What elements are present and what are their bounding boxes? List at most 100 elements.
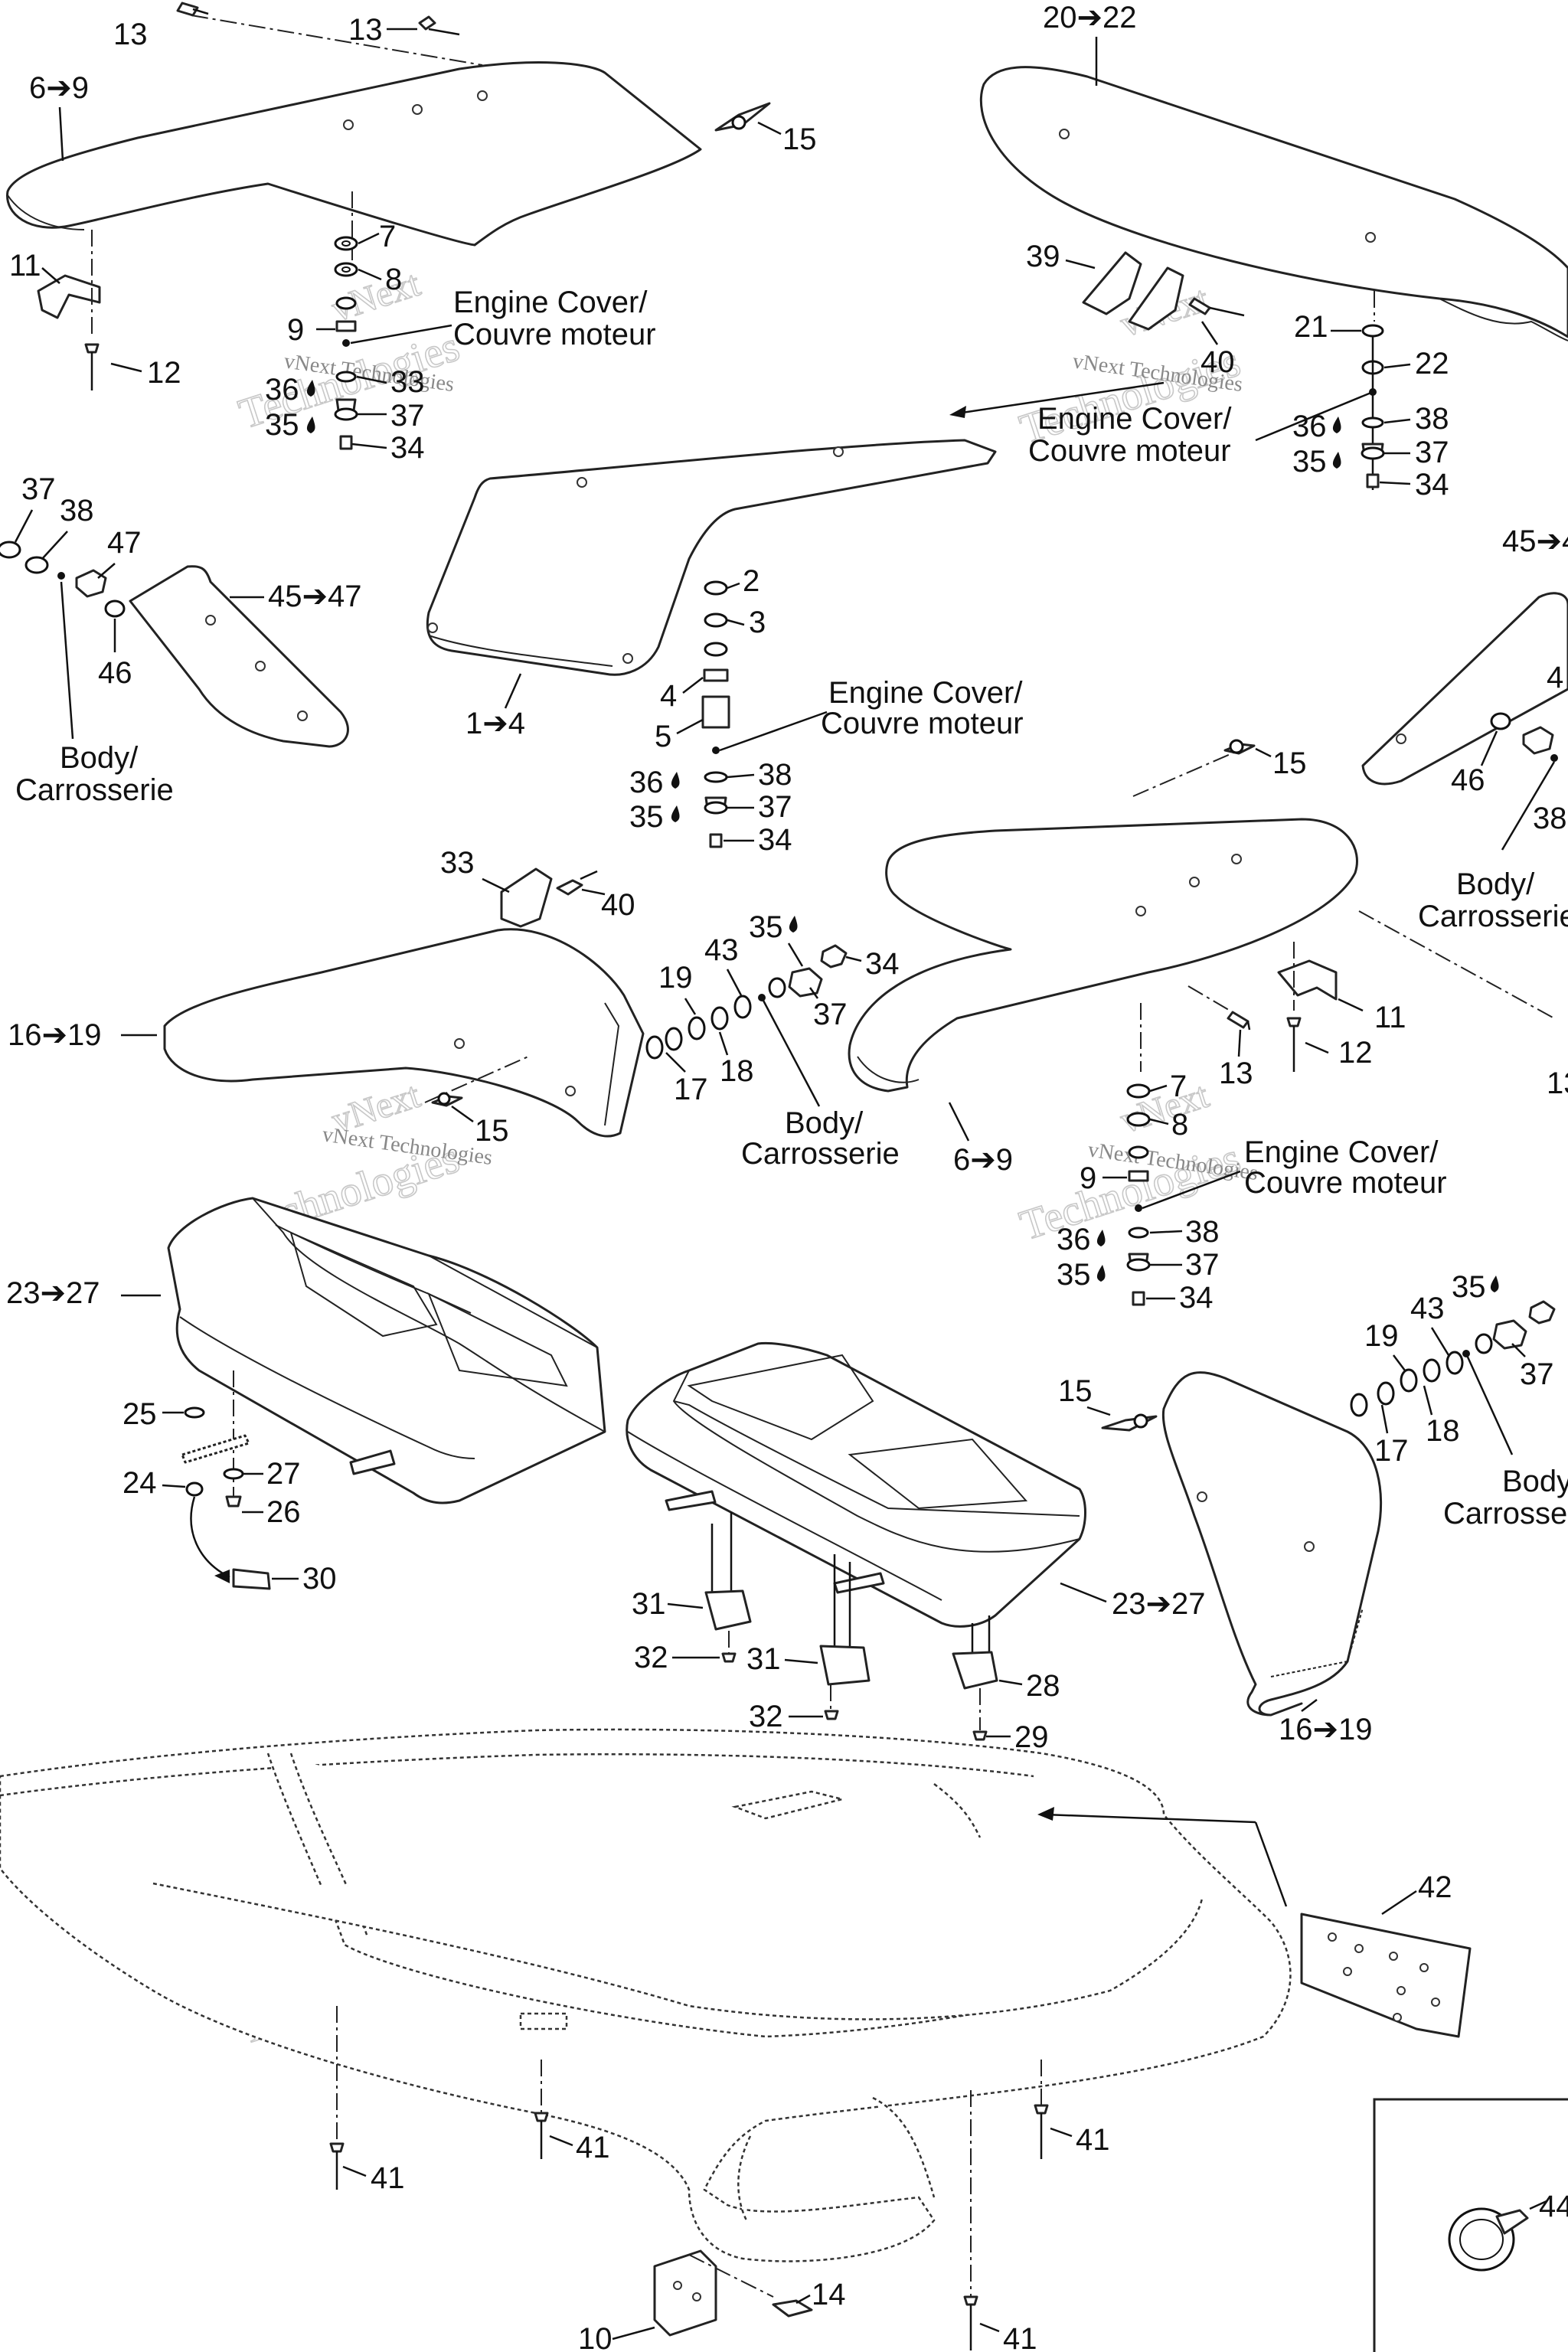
callout-label: 10 [578, 2322, 612, 2352]
plate-10 [653, 2249, 717, 2337]
callout-label: 24 [122, 1466, 157, 1500]
fastener-stack [1126, 1083, 1151, 1306]
callout-label: 31 [632, 1587, 666, 1621]
callout-label: 4 [660, 679, 677, 713]
body-note: Carrosserie [15, 773, 174, 807]
callout-label: 12 [1338, 1036, 1373, 1070]
screw-13 [1227, 1011, 1251, 1031]
clip-41 [534, 2112, 549, 2159]
callout-label: 33 [390, 365, 425, 399]
clip-41 [963, 2295, 978, 2350]
seat-23-27-center [626, 1341, 1086, 1628]
callout-label: 27 [266, 1457, 301, 1491]
panel-16-19-right [1161, 1371, 1383, 1717]
callout-label: 13 [1219, 1057, 1253, 1090]
callout-label: 44 [1539, 2190, 1568, 2223]
callout-label: 9 [1080, 1161, 1096, 1195]
callout-label: 15 [1058, 1374, 1093, 1408]
plug-44 [1448, 2207, 1529, 2272]
callout-label: 32 [749, 1700, 783, 1733]
callout-label: 5 [655, 720, 671, 753]
fastener-stack [701, 580, 730, 848]
callout-label: 12 [147, 356, 181, 390]
sealant-icon [1332, 452, 1341, 469]
callout-label: 8 [385, 263, 402, 296]
bracket-39 [1082, 251, 1184, 331]
callout-label: 37 [1185, 1248, 1220, 1282]
callout-label: 3 [749, 606, 766, 639]
callout-label: 43 [704, 933, 739, 967]
engine-cover-note: Couvre moteur [821, 707, 1024, 740]
body-note: Carrosserie [741, 1137, 900, 1171]
callout-label: 41 [371, 2161, 405, 2195]
callout-label: 6➔9 [29, 71, 89, 105]
cushion-6-9-top [6, 15, 702, 260]
bracket-42 [1300, 1913, 1472, 2038]
callout-label: 34 [1415, 468, 1449, 501]
callout-label: 18 [720, 1054, 754, 1088]
callout-label: 6➔9 [953, 1143, 1013, 1177]
callout-label: 40 [1200, 345, 1235, 379]
body-hull-outline [0, 1728, 1292, 2262]
callout-label: 41 [576, 2131, 610, 2164]
engine-cover-note: Couvre moteur [453, 318, 656, 351]
screw-13 [176, 2, 209, 17]
callout-label: 46 [1451, 763, 1485, 797]
clip-41 [329, 2142, 345, 2190]
callout-label: 34 [865, 947, 900, 981]
callout-label: 39 [1026, 240, 1060, 273]
callout-label: 45➔4 [1502, 524, 1568, 558]
callout-label: 25 [122, 1397, 157, 1431]
callout-label: 37 [1415, 436, 1449, 469]
fastener-stack [1361, 324, 1385, 490]
screw-40 [556, 870, 598, 896]
callout-label: 43 [1410, 1292, 1445, 1325]
callout-label: 17 [1374, 1434, 1409, 1468]
callout-label: 40 [601, 888, 635, 922]
callout-label: 11 [1374, 1001, 1406, 1034]
callout-label: 37 [390, 399, 425, 433]
callout-label: 35 [1057, 1258, 1091, 1292]
callout-label: 23➔27 [1112, 1587, 1206, 1621]
callout-label: 33 [440, 846, 475, 880]
callout-label: 37 [813, 998, 848, 1031]
callout-label: 20➔22 [1043, 1, 1137, 34]
body-note: Body/ [1502, 1465, 1568, 1498]
body-note: Body/ [1456, 867, 1535, 901]
sealant-icon [1490, 1276, 1499, 1292]
callout-label: 15 [782, 122, 817, 156]
callout-label: 30 [302, 1562, 337, 1596]
clip-41 [1034, 2104, 1049, 2159]
inset-box: 44 [1373, 2098, 1568, 2352]
callout-label: 18 [1426, 1414, 1460, 1448]
sealant-icon [789, 916, 798, 933]
watermark-text: vNext [1116, 1075, 1214, 1142]
body-note: Carrosserie [1418, 900, 1568, 933]
callout-label: 36 [629, 766, 664, 799]
callout-label: 15 [1272, 746, 1307, 780]
cushion-20-22 [979, 66, 1568, 341]
pin-15 [1101, 1413, 1158, 1432]
pin-15 [1223, 739, 1256, 755]
pin-15 [714, 102, 771, 132]
callout-label: 2 [743, 564, 760, 598]
callout-label: 23➔27 [6, 1276, 100, 1310]
callout-label: 34 [1179, 1281, 1214, 1315]
callout-label: 38 [1533, 802, 1567, 835]
callout-label: 9 [287, 313, 304, 347]
engine-cover-note: Couvre moteur [1028, 434, 1231, 468]
callout-label: 4 [1547, 661, 1563, 694]
callout-label: 16➔19 [1279, 1713, 1373, 1746]
callout-label: 35 [749, 910, 783, 944]
callout-label: 22 [1415, 347, 1449, 381]
panel-16-19 [163, 928, 645, 1138]
seat-hardware [181, 1406, 396, 1590]
body-note: Body/ [60, 741, 139, 775]
callout-label: 36 [1057, 1223, 1091, 1256]
callout-label: 36 [1292, 410, 1327, 443]
callout-label: 13 [1547, 1067, 1568, 1100]
callout-label: 41 [1003, 2322, 1037, 2352]
callout-label: 19 [658, 961, 693, 995]
body-note: Carrosse [1443, 1497, 1567, 1530]
callout-label: 34 [390, 431, 425, 465]
